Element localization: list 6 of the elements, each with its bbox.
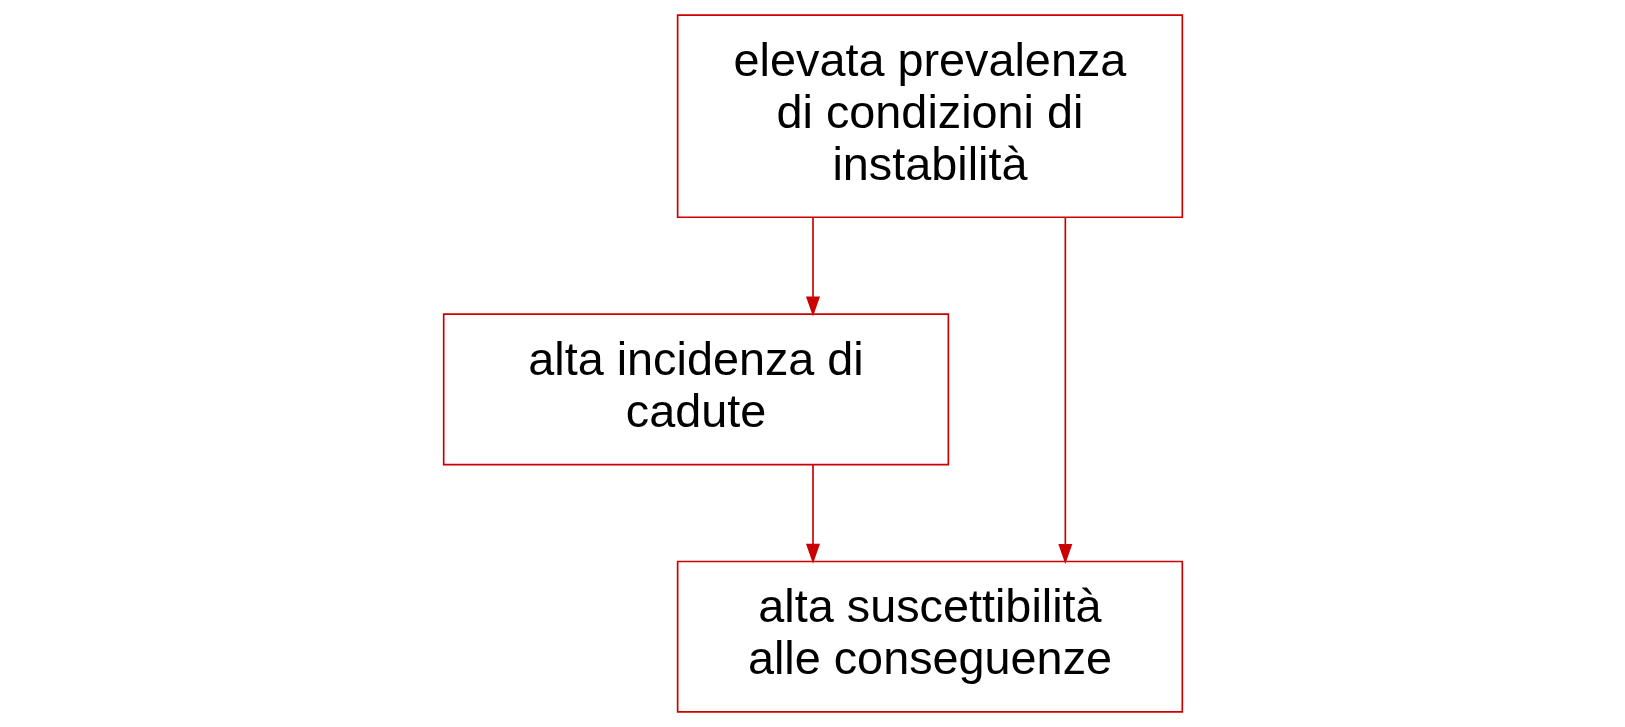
node-box: alta suscettibilità alle conseguenze: [676, 560, 1183, 713]
arrow: [805, 464, 820, 564]
arrow: [805, 217, 820, 317]
node-box: elevata prevalenza di condizioni di instabilità: [676, 14, 1183, 219]
arrow: [1057, 216, 1072, 565]
node-box: alta incidenza di cadute: [442, 313, 949, 466]
